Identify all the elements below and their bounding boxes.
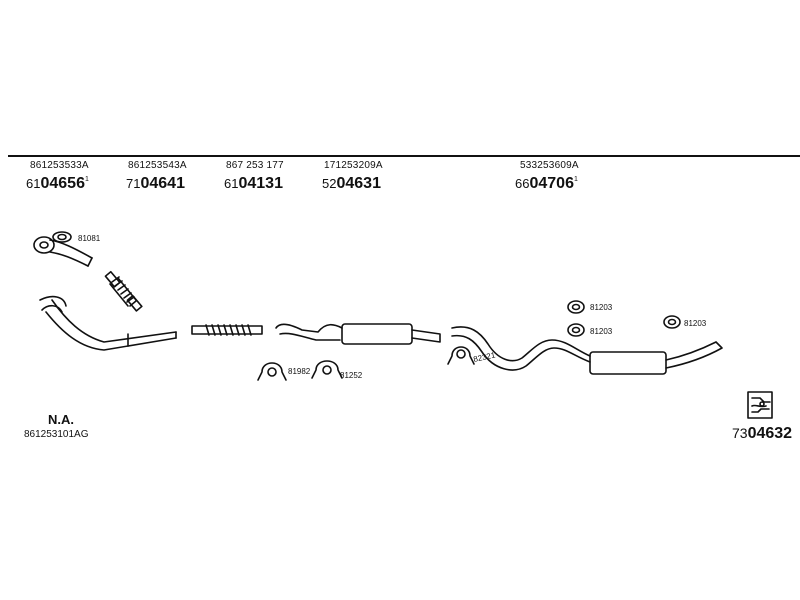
front-pipe-label: N.A.: [48, 412, 74, 427]
gasket-icon[interactable]: [52, 231, 72, 243]
part-code-2-prefix: 71: [126, 176, 141, 191]
part-code-2[interactable]: 7104641: [126, 175, 185, 193]
system-code[interactable]: 7304632: [732, 425, 792, 443]
clamp-a-number: 81982: [288, 367, 311, 376]
part-code-1[interactable]: 61046561: [26, 175, 89, 193]
part-code-5[interactable]: 66047061: [515, 175, 578, 193]
part-oe-3: 867 253 177: [226, 160, 284, 171]
part-code-1-main: 04656: [40, 175, 85, 192]
part-oe-1: 861253533A: [30, 160, 89, 171]
part-code-5-prefix: 66: [515, 176, 530, 191]
downpipe[interactable]: [39, 295, 177, 351]
part-code-1-sup: 1: [84, 176, 89, 183]
part-code-5-sup: 1: [573, 176, 578, 183]
rubber-mount-icon[interactable]: [567, 300, 585, 314]
clamp-icon[interactable]: [447, 346, 475, 365]
flex-pipe-horizontal[interactable]: [191, 324, 263, 336]
gasket-number: 81081: [78, 234, 101, 243]
part-code-1-prefix: 61: [26, 176, 41, 191]
part-code-4[interactable]: 5204631: [322, 175, 381, 193]
part-code-2-main: 04641: [140, 175, 185, 192]
system-code-prefix: 73: [732, 425, 748, 441]
exhaust-kit-icon[interactable]: [747, 391, 773, 419]
front-silencer[interactable]: [275, 323, 441, 345]
part-code-3-prefix: 61: [224, 176, 239, 191]
rubber-2-number: 81203: [590, 327, 613, 336]
rear-pipe[interactable]: [451, 326, 591, 371]
rear-silencer[interactable]: [589, 341, 723, 375]
part-oe-4: 171253209A: [324, 160, 383, 171]
flex-joint-diagonal[interactable]: [104, 270, 143, 312]
part-code-3[interactable]: 6104131: [224, 175, 283, 193]
rubber-1-number: 81203: [590, 303, 613, 312]
part-code-5-main: 04706: [529, 175, 574, 192]
clamp-icon[interactable]: [257, 362, 287, 381]
rubber-3-number: 81203: [684, 319, 707, 328]
header-rule: [8, 155, 800, 157]
part-oe-5: 533253609A: [520, 160, 579, 171]
clamp-icon[interactable]: [311, 360, 343, 379]
front-pipe-small[interactable]: [33, 236, 93, 267]
rubber-mount-icon[interactable]: [567, 323, 585, 337]
part-code-4-prefix: 52: [322, 176, 337, 191]
part-code-3-main: 04131: [238, 175, 283, 192]
rubber-mount-icon[interactable]: [663, 315, 681, 329]
part-code-4-main: 04631: [336, 175, 381, 192]
system-code-main: 04632: [747, 425, 793, 442]
clamp-b-number: 81252: [340, 371, 363, 380]
front-pipe-oe: 861253101AG: [24, 429, 89, 440]
part-oe-2: 861253543A: [128, 160, 187, 171]
clamp-c-number: 82321: [473, 350, 497, 364]
